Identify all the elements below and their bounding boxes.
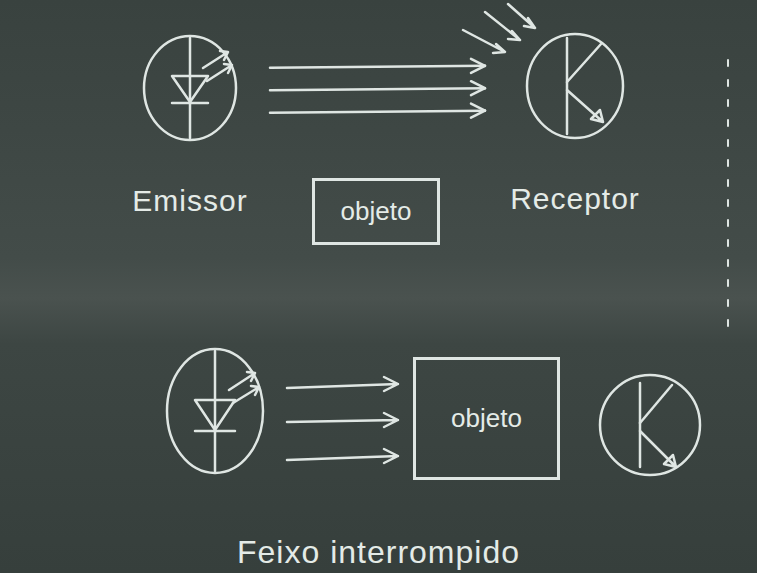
emitter-node: Emissor	[132, 32, 247, 218]
object-label: objeto	[341, 196, 412, 227]
light-ray-arrow	[270, 81, 485, 95]
object-box: objeto	[413, 357, 560, 480]
receiver-node: Receptor	[510, 30, 640, 216]
led-symbol	[167, 349, 263, 473]
phototransistor-symbol	[600, 375, 700, 475]
component-label: Emissor	[132, 184, 247, 218]
light-rays	[463, 4, 535, 53]
dotted-divider	[727, 60, 729, 335]
caption: Feixo interrompido	[0, 534, 757, 571]
component-label: Receptor	[510, 182, 640, 216]
phototransistor-symbol	[525, 30, 625, 142]
light-beam	[287, 377, 398, 463]
object-box: objeto	[312, 178, 440, 245]
light-ray-arrow	[270, 59, 485, 73]
led-symbol	[140, 32, 240, 144]
light-ray-arrow	[270, 104, 485, 118]
object-label: objeto	[451, 403, 522, 434]
